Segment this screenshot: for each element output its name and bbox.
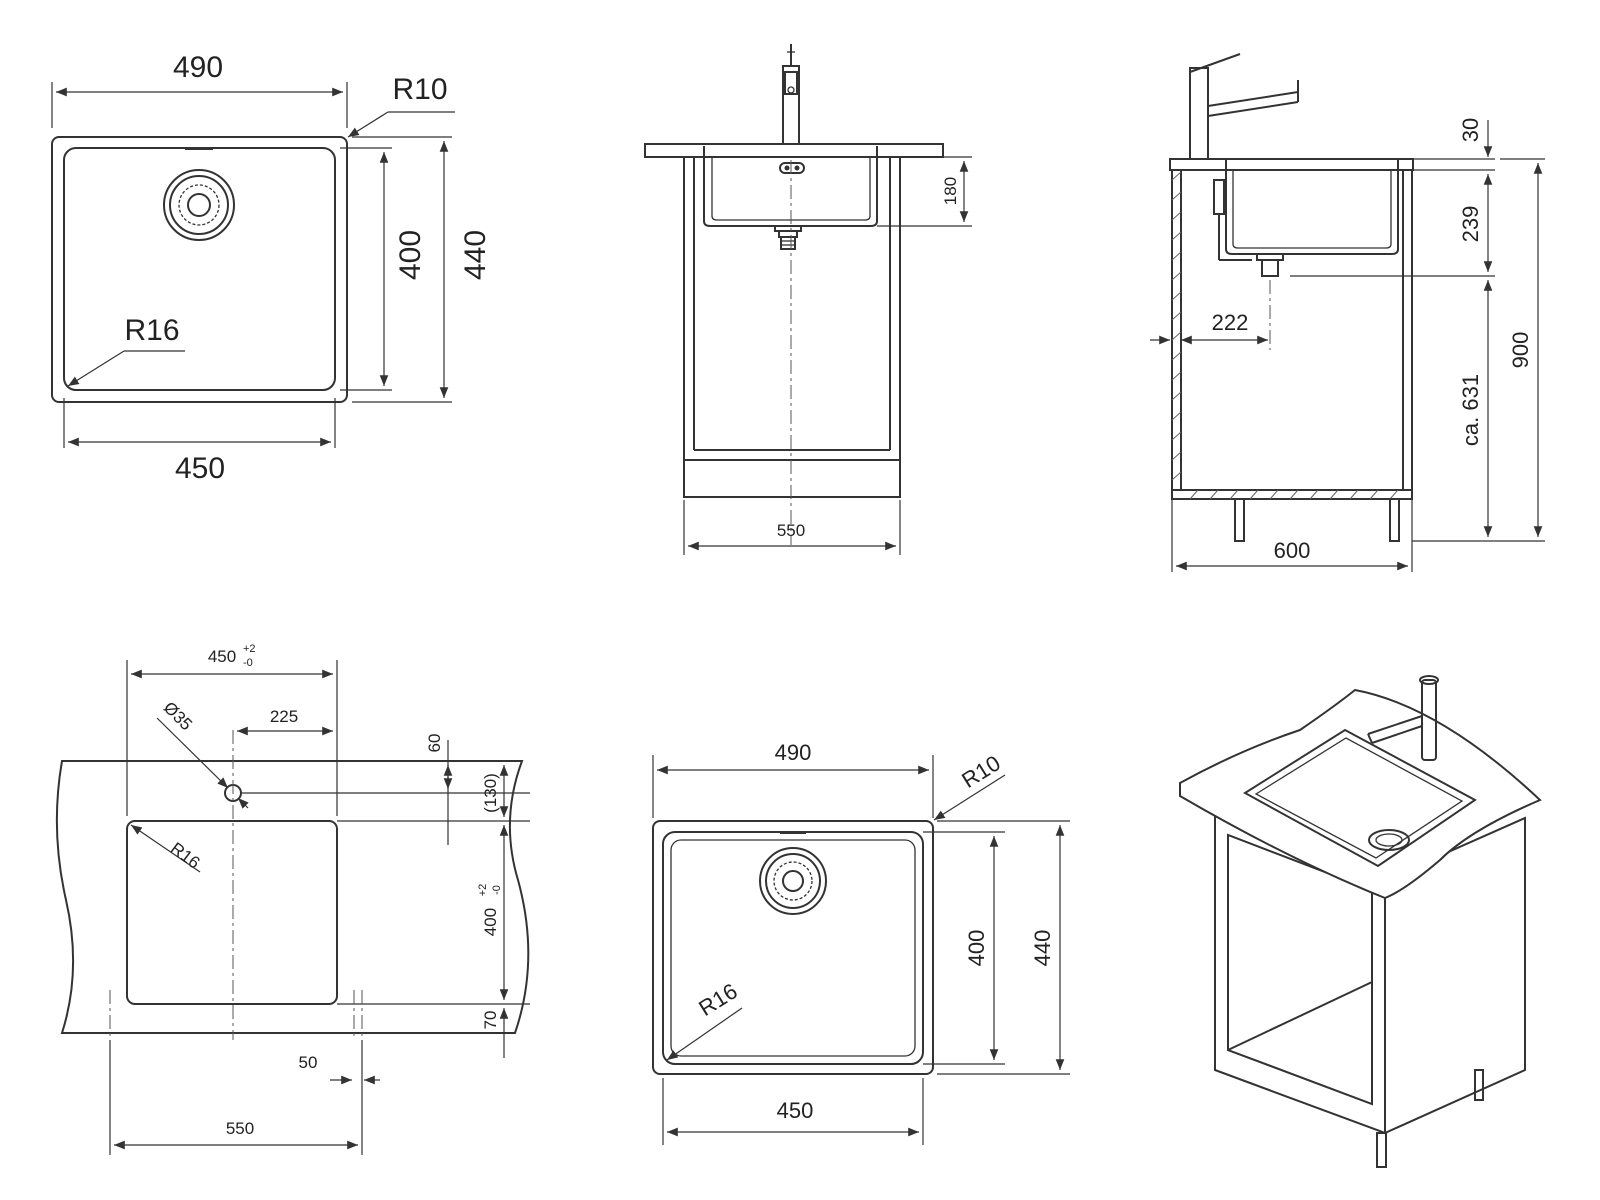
waste-fitting-icon: [774, 225, 802, 250]
side-worktop: [1169, 158, 1414, 171]
top-view-2: 490 R10 400 440 R16 450: [652, 740, 1070, 1145]
cutout-r16-label: R16: [167, 839, 203, 873]
top-r16-label: R16: [124, 314, 179, 347]
side-depth-239-label: 239: [1458, 206, 1483, 243]
side-cabinet-leg-back: [1234, 498, 1245, 542]
side-offset-222-label: 222: [1212, 310, 1249, 335]
overflow-hose-icon: [1213, 179, 1252, 261]
drain-strainer-icon: [163, 169, 235, 241]
side-cabinet-front-wall: [1402, 169, 1413, 491]
side-thickness-30-label: 30: [1458, 118, 1483, 142]
side-height-631-label: ca. 631: [1458, 374, 1483, 446]
side-bowl: [1225, 160, 1399, 255]
cutout-width-550-label: 550: [226, 1119, 254, 1138]
cutout-depth-400-label: 400: [481, 908, 500, 936]
side-cabinet-bottom: [1171, 489, 1413, 500]
top-view: 490 R10 400 440 R16 450: [51, 51, 492, 485]
persp-drain-icon: [1368, 829, 1410, 851]
persp-cabinet-front: [1214, 805, 1386, 1135]
front-depth-180-label: 180: [941, 177, 960, 205]
top2-width-450-label: 450: [777, 1098, 814, 1123]
front-section-view: 180 550: [644, 44, 972, 555]
side-depth-600-label: 600: [1274, 538, 1311, 563]
cutout-width-tol-lower: -0: [243, 657, 253, 669]
cutout-worktop: [55, 760, 530, 1034]
cutout-distance-70-label: 70: [481, 1011, 500, 1030]
top2-depth-400-label: 400: [964, 930, 989, 967]
perspective-view: [1179, 675, 1542, 1168]
cutout-opening: [126, 820, 338, 1005]
cutout-view: 450 +2 -0 225 Ø35 R16 60 (130) 400 +2 -0…: [55, 643, 530, 1155]
persp-worktop: [1179, 688, 1542, 900]
top2-r10-label: R10: [957, 750, 1004, 793]
side-tap-faucet-icon: [1189, 53, 1299, 160]
top-width-490-label: 490: [173, 51, 223, 84]
drain-strainer-2-icon: [759, 847, 827, 915]
sink-bowl-inner: [63, 147, 336, 391]
top2-width-490-label: 490: [775, 740, 812, 765]
cutout-offset-225-label: 225: [270, 707, 298, 726]
side-section-view: 30 239 ca. 631 900 222 600: [1150, 53, 1545, 572]
side-waste-fitting-icon: [1256, 253, 1284, 277]
cutout-depth-tol-upper: +2: [477, 884, 489, 897]
side-height-900-label: 900: [1508, 332, 1533, 369]
cutout-distance-130-label: (130): [481, 773, 500, 813]
top-depth-440-label: 440: [459, 230, 492, 280]
front-width-550-label: 550: [777, 521, 805, 540]
front-worktop: [644, 143, 944, 158]
tap-faucet-icon: [782, 44, 800, 145]
sink2-outer-rim: [652, 820, 934, 1075]
top-depth-400-label: 400: [394, 230, 427, 280]
top2-depth-440-label: 440: [1030, 930, 1055, 967]
cutout-width-tol-upper: +2: [243, 643, 256, 655]
side-cabinet-leg-front: [1389, 498, 1400, 542]
front-cabinet: [683, 156, 901, 498]
side-cabinet-back-wall: [1171, 169, 1182, 491]
sink-outer-rim: [51, 136, 348, 403]
sink2-bowl-inner: [662, 831, 924, 1065]
overflow-icon: [779, 162, 805, 174]
top-width-450-label: 450: [175, 452, 225, 485]
top-r10-label: R10: [392, 73, 447, 106]
cutout-clearance-50-label: 50: [299, 1053, 318, 1072]
top2-r16-label: R16: [694, 978, 741, 1021]
tap-hole-diameter-label: Ø35: [160, 698, 196, 734]
cutout-width-450-label: 450: [208, 647, 236, 666]
persp-sink-rim: [1243, 728, 1477, 868]
persp-tap-faucet-icon: [1367, 675, 1439, 761]
cutout-distance-60-label: 60: [425, 734, 444, 753]
cutout-depth-tol-lower: -0: [491, 885, 503, 895]
